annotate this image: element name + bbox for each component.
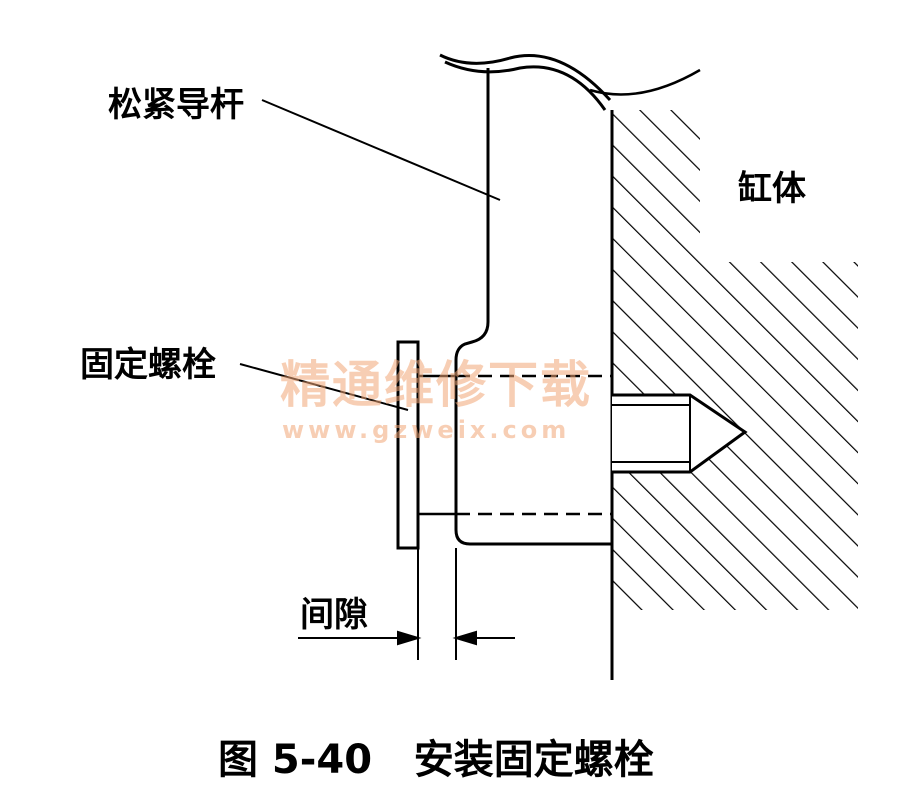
tension-guide-rod <box>439 53 612 546</box>
guide-rod-left-edge <box>454 68 612 546</box>
guide-rod-break-line <box>439 53 612 102</box>
clearance-label: 间隙 <box>300 595 368 635</box>
cylinder-block-hatch <box>612 110 858 610</box>
clearance-dimension <box>298 548 515 660</box>
bolt-thread-tip <box>612 393 748 474</box>
clearance-arrow-right <box>452 630 477 646</box>
guide-rod-break-line-2 <box>444 60 607 111</box>
fixing-bolt-leader-line <box>239 363 409 411</box>
cylinder-block-top-break <box>589 68 701 96</box>
fixing-bolt <box>396 340 748 550</box>
cylinder-block-label: 缸体 <box>738 169 806 209</box>
watermark-url: www.gzweix.com <box>282 416 571 444</box>
fixing-bolt-label: 固定螺栓 <box>80 345 216 385</box>
watermark-title: 精通维修下载 <box>280 356 592 414</box>
clearance-arrow-left <box>397 630 422 646</box>
bolt-head <box>396 340 420 550</box>
figure-caption: 图 5-40 安装固定螺栓 <box>218 737 654 783</box>
guide-rod-label: 松紧导杆 <box>108 85 244 125</box>
guide-rod-leader-line <box>261 99 501 201</box>
